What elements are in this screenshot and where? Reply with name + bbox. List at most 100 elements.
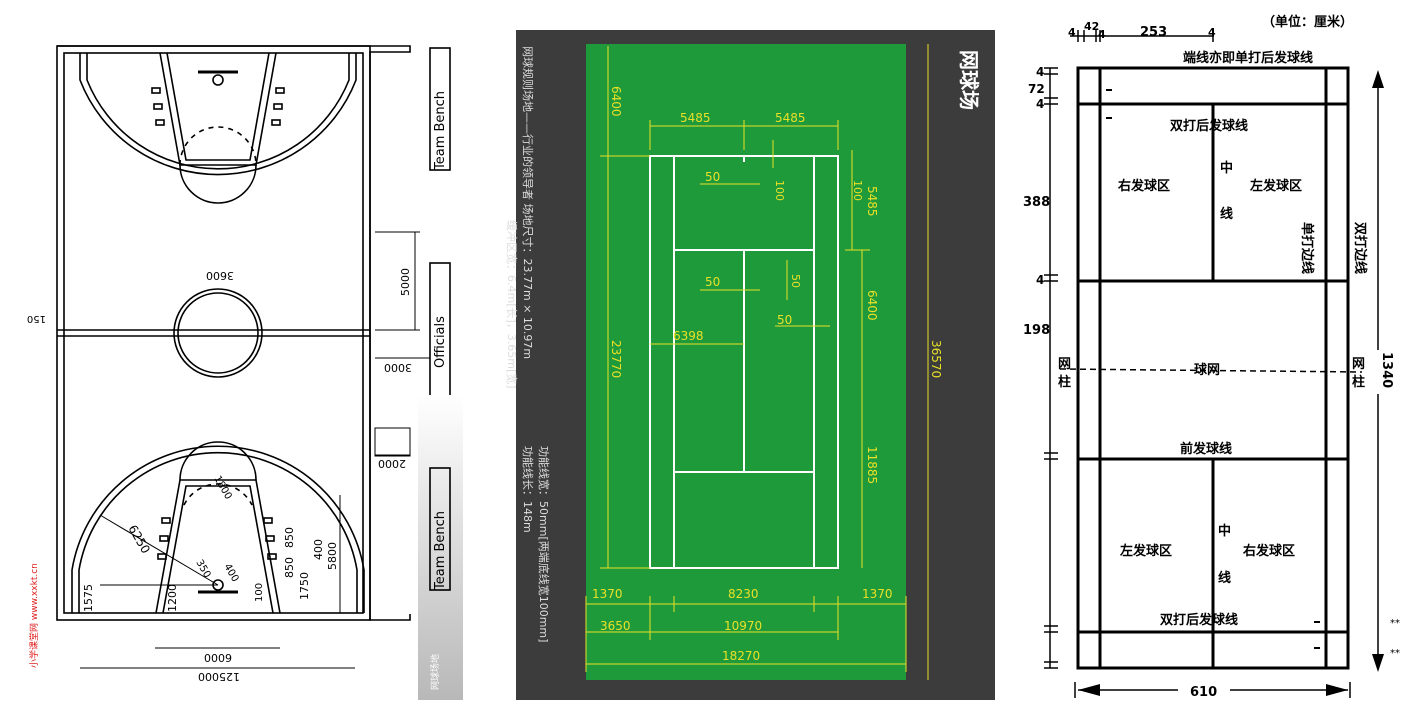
net-line — [1059, 368, 1363, 373]
b-dim-4left2: 4 — [1036, 97, 1044, 111]
dim-850a: 850 — [283, 527, 296, 548]
three-point-arc-top-inner — [86, 53, 350, 170]
center-line-top-2: 线 — [1220, 206, 1233, 222]
t-dim-6398: 6398 — [673, 329, 704, 343]
t-dim-1370b: 1370 — [862, 587, 893, 601]
b-dim-253: 253 — [1140, 25, 1167, 40]
post-left-2: 柱 — [1058, 374, 1071, 390]
center-line-top-1: 中 — [1220, 160, 1233, 176]
net-label: 球网 — [1194, 362, 1220, 378]
dim-400b: 400 — [312, 539, 325, 560]
b-stars-2: ** — [1390, 648, 1400, 659]
center-circle-inner — [177, 292, 259, 374]
tennis-info-4: 功能线长：148m — [521, 446, 535, 533]
grey-strip — [418, 395, 463, 700]
center-line-bottom-1: 中 — [1218, 523, 1231, 539]
badminton-court — [1059, 66, 1363, 670]
t-dim-10970: 10970 — [724, 619, 762, 633]
team-bench-bottom-label: Team Bench — [433, 511, 448, 591]
dim-3000: 3000 — [384, 361, 412, 374]
t-dim-36570: 36570 — [929, 340, 943, 378]
left-service-court-bottom-label: 左发球区 — [1120, 543, 1172, 559]
t-dim-23770: 23770 — [609, 340, 623, 378]
t-dim-6400top: 6400 — [609, 86, 623, 117]
t-dim-100a: 100 — [773, 180, 786, 201]
team-bench-top-label: Team Bench — [433, 91, 448, 171]
badminton-arrows — [1078, 70, 1384, 696]
dim-6250-line — [99, 514, 219, 586]
key-top-inner — [166, 52, 270, 161]
t-dim-18270: 18270 — [722, 649, 760, 663]
t-dim-1370a: 1370 — [592, 587, 623, 601]
b-dim-198: 198 — [1023, 323, 1050, 338]
dim-350: 350 — [193, 558, 212, 580]
dim-1750: 1750 — [298, 572, 311, 600]
t-dim-11885: 11885 — [865, 446, 879, 484]
post-right-1: 网 — [1352, 357, 1365, 372]
tennis-info-2: 缓冲区宽：6.4m[长]，3.65m[宽] — [505, 220, 519, 389]
b-dim-72: 72 — [1028, 82, 1045, 96]
t-dim-5485side: 5485 — [865, 186, 879, 217]
t-dim-3650: 3650 — [600, 619, 631, 633]
free-throw-circle-bottom — [179, 441, 257, 481]
three-point-arc-top — [79, 53, 357, 176]
team-bench-top-box — [429, 47, 451, 171]
t-dim-8230: 8230 — [728, 587, 759, 601]
t-dim-100b: 100 — [851, 180, 864, 201]
center-line-bottom-2: 线 — [1218, 570, 1231, 586]
team-bench-bottom-box-over — [429, 467, 451, 591]
dim-5800: 5800 — [326, 542, 339, 570]
dim-1200: 1200 — [166, 584, 179, 612]
three-point-arc-bottom-inner — [78, 451, 358, 613]
t-dim-50d: 50 — [777, 313, 792, 327]
court-inner — [63, 52, 364, 614]
side-caption: 网球场地 — [429, 654, 441, 690]
dim-1575: 1575 — [82, 584, 95, 612]
t-dim-6400mid: 6400 — [865, 290, 879, 321]
short-service-line-label: 前发球线 — [1180, 441, 1232, 457]
hoop-top — [212, 74, 224, 86]
dim-6000: 6000 — [204, 651, 232, 664]
court-outline — [57, 45, 411, 621]
basketball-court — [56, 45, 451, 669]
end-line-label: 端线亦即单打后发球线 — [1183, 50, 1313, 66]
t-dim-50a: 50 — [705, 170, 720, 184]
tennis-title: 网球场 — [957, 50, 981, 110]
t-dim-50c: 50 — [789, 274, 802, 288]
key-top — [159, 52, 277, 166]
right-service-court-bottom-label: 右发球区 — [1242, 543, 1295, 559]
post-left-1: 网 — [1058, 357, 1071, 372]
dim-100: 100 — [254, 583, 265, 602]
doubles-long-service-top-label: 双打后发球线 — [1170, 118, 1248, 134]
t-dim-5485a: 5485 — [680, 111, 711, 125]
b-stars-1: ** — [1390, 618, 1400, 629]
officials-label: Officials — [433, 316, 448, 368]
b-dim-610: 610 — [1190, 685, 1217, 700]
dim-400a: 400 — [221, 562, 240, 584]
right-service-court-top-label: 右发球区 — [1117, 178, 1170, 194]
free-throw-circle-top — [179, 164, 257, 204]
three-point-arc-bottom — [71, 445, 365, 613]
dim-5000: 5000 — [399, 268, 412, 296]
tennis-court — [649, 155, 839, 569]
dim-850b: 850 — [283, 557, 296, 578]
key-bottom — [155, 479, 281, 614]
tennis-green-field — [586, 44, 906, 680]
left-service-court-top-label: 左发球区 — [1250, 178, 1302, 194]
post-right-2: 柱 — [1352, 374, 1365, 390]
dim-6250: 6250 — [125, 523, 152, 556]
badminton-dim-lines — [1044, 30, 1379, 698]
dim-15000: 125000 — [198, 670, 240, 683]
lane-marks-bottom — [157, 517, 277, 560]
b-dim-42: 42 — [1084, 20, 1099, 33]
dim-150: 150 — [27, 313, 46, 324]
dim-1800: 1800 — [211, 474, 233, 502]
tennis-info-3: 功能线宽：50mm[两端底线宽100mm] — [537, 446, 551, 642]
b-dim-4c: 4 — [1208, 26, 1216, 39]
tennis-dim-lines — [585, 44, 929, 680]
t-dim-50b: 50 — [705, 275, 720, 289]
center-circle — [173, 288, 263, 378]
dim-3600: 3600 — [206, 269, 234, 282]
doubles-long-service-bottom-label: 双打后发球线 — [1160, 612, 1238, 628]
